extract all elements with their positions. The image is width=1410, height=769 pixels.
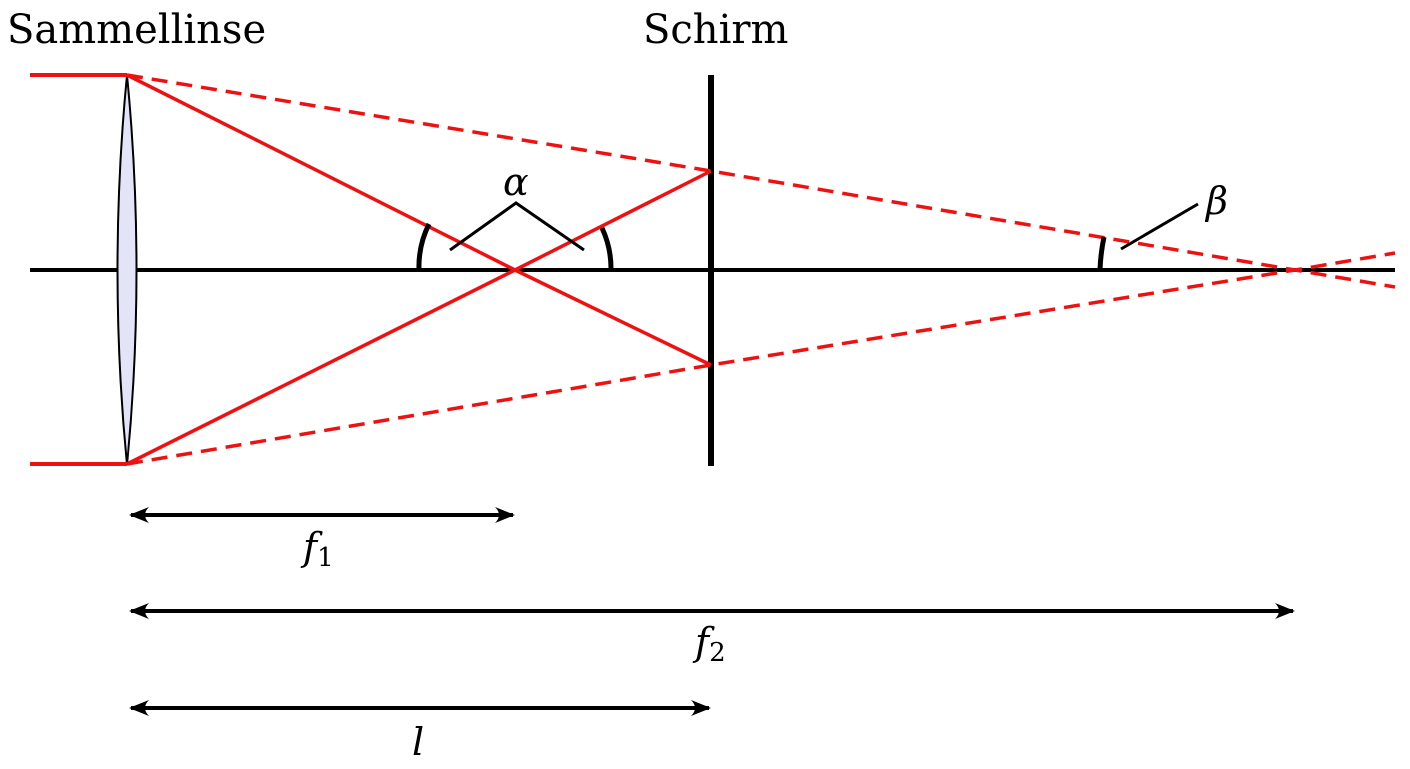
f1-label-subscript: 1 (317, 543, 334, 573)
lens-label: Sammellinse (7, 7, 266, 53)
dashed-ray-top (126, 73, 1396, 289)
alpha-arc-right (599, 226, 614, 271)
dashed-ray-bottom (126, 251, 1396, 466)
beta-label: β (1204, 179, 1228, 223)
converging-lens (116, 74, 138, 466)
alpha-label: α (503, 160, 529, 204)
alpha-label-leader (449, 201, 585, 252)
beta-label-leader (1120, 202, 1199, 251)
l-label: l (412, 720, 424, 764)
ray-bottom-to-screen (126, 169, 712, 466)
f2-label: f2 (692, 620, 726, 668)
beta-arc (1097, 236, 1107, 271)
f1-label: f1 (300, 525, 334, 573)
alpha-arc-left (416, 222, 432, 271)
f2-label-subscript: 2 (709, 638, 726, 668)
ray-top-to-screen (126, 73, 712, 367)
screen-label: Schirm (643, 7, 788, 53)
